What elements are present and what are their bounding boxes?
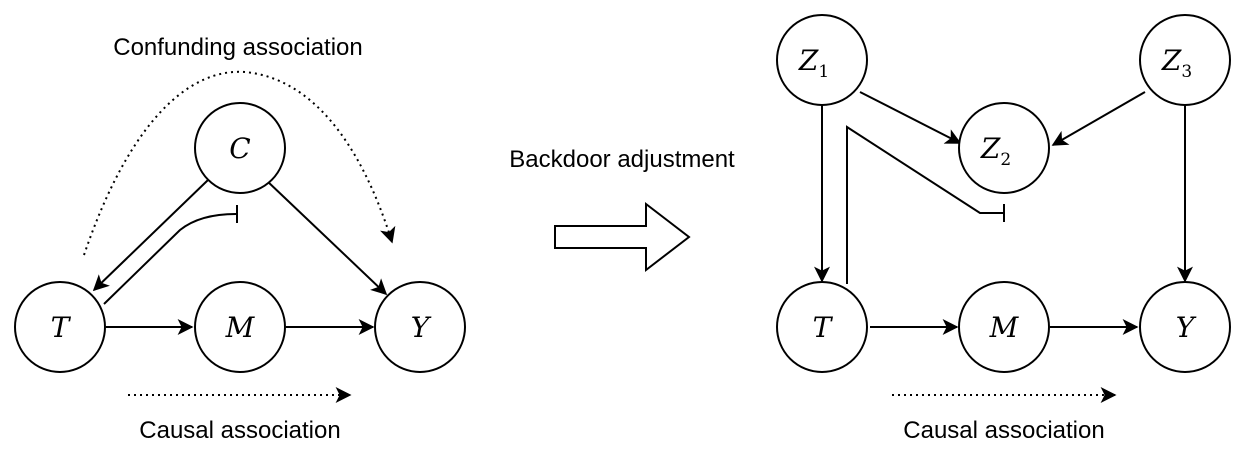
node-z2: Z2 [958,102,1050,194]
svg-text:C: C [229,132,250,165]
svg-text:M: M [225,311,256,344]
node-z1: Z1 [776,14,868,106]
node-m: M [194,281,286,373]
edge-z3-to-z2 [1051,91,1146,146]
transition-arrow-icon [554,201,691,273]
edge-t-backdoor-blocked [846,125,1004,284]
node-y: Y [374,281,466,373]
svg-text:Z2: Z2 [980,132,1011,170]
svg-text:Z1: Z1 [798,44,829,82]
backdoor-adjustment-label: Backdoor adjustment [509,146,735,173]
causal-association-label: Causal association [139,417,340,444]
right-diagram: Z1 Z2 Z3 T M Y Causal association [776,14,1231,444]
left-diagram: Confunding association C T M Y Causal as [14,34,466,444]
confounding-association-label: Confunding association [113,34,363,61]
svg-text:T: T [51,311,72,344]
causal-association-label-right: Causal association [903,417,1104,444]
node-c: C [194,102,286,194]
edge-z1-to-z2 [859,91,962,144]
svg-text:Y: Y [411,311,432,344]
transition: Backdoor adjustment [509,146,735,273]
node-t-right: T [776,281,868,373]
confounding-arc [83,70,396,256]
svg-text:M: M [989,311,1020,344]
svg-text:T: T [813,311,834,344]
edge-c-to-t [92,179,209,292]
node-z3: Z3 [1139,14,1231,106]
svg-text:Z3: Z3 [1161,44,1192,82]
node-t: T [14,281,106,373]
svg-text:Y: Y [1176,311,1197,344]
node-y-right: Y [1139,281,1231,373]
node-m-right: M [958,281,1050,373]
edge-c-to-y [265,179,388,296]
edge-t-to-c-blocked [103,213,237,305]
